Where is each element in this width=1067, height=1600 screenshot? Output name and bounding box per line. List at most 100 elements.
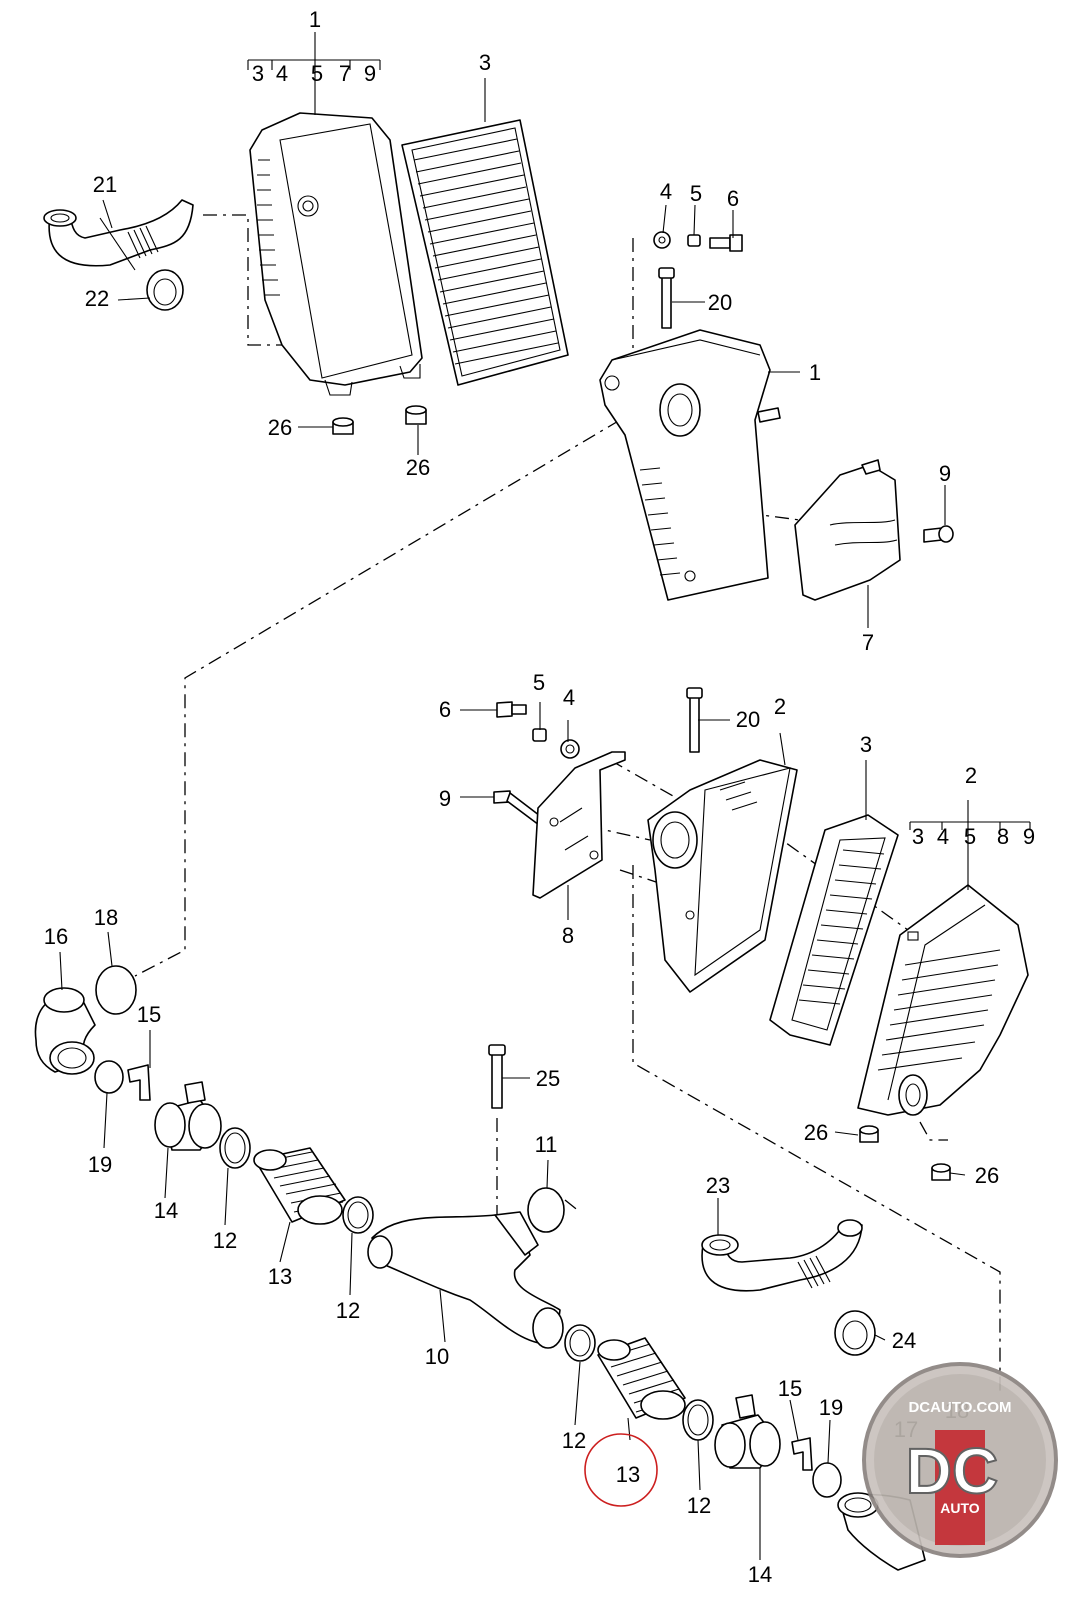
- right-clip-15: [791, 1437, 813, 1471]
- top-airbox-housing: [599, 329, 781, 601]
- label-mid-sub-9: 9: [1023, 824, 1035, 849]
- y-pipe-10: [367, 1211, 564, 1349]
- label-right-clip-15: 15: [778, 1376, 802, 1401]
- label-left-clip-15: 15: [137, 1002, 161, 1027]
- right-clamp-12b: [682, 1399, 714, 1441]
- top-grommet-4: [653, 231, 671, 249]
- right-mass-airflow-sensor-14: [714, 1394, 781, 1469]
- left-bellows-13: [253, 1147, 346, 1225]
- top-long-bolt-20: [658, 267, 675, 329]
- label-top-sub-9: 9: [364, 61, 376, 86]
- label-mid-sub-3: 3: [912, 824, 924, 849]
- highlight-circle: [584, 1433, 658, 1507]
- label-ypipe-10: 10: [425, 1344, 449, 1369]
- label-left-clamp-12a: 12: [213, 1228, 237, 1253]
- mid-bolt-6: [496, 701, 527, 718]
- label-right-bellows-13: 13: [616, 1462, 640, 1487]
- label-right-ring-19: 19: [819, 1395, 843, 1420]
- label-top-filter-3: 3: [479, 50, 491, 75]
- label-top-mount-26a: 26: [268, 415, 292, 440]
- top-spacer-5: [687, 234, 701, 247]
- label-top-bracket-4: 4: [660, 179, 672, 204]
- label-top-group-1: 1: [309, 7, 321, 32]
- mid-air-filter: [769, 814, 899, 1046]
- top-seal-ring: [146, 269, 184, 311]
- watermark-site: DCAUTO.COM: [908, 1399, 1011, 1416]
- mount-26c: [859, 1125, 879, 1143]
- mid-heat-shield-8: [532, 751, 626, 899]
- label-mid-spacer-5: 5: [533, 670, 545, 695]
- label-mount-26d: 26: [975, 1163, 999, 1188]
- label-gasket-11: 11: [535, 1132, 558, 1157]
- label-top-bolt-20: 20: [708, 290, 732, 315]
- top-airbox-cover: [249, 112, 423, 396]
- left-gasket-18: [95, 965, 137, 1015]
- top-heat-shield-7: [794, 459, 901, 601]
- mid-airbox-housing: [647, 759, 798, 993]
- right-bellows-13: [597, 1337, 686, 1420]
- label-right-sensor-14: 14: [748, 1562, 772, 1587]
- dcauto-watermark-logo: DCAUTO.COM DC AUTO: [862, 1362, 1058, 1558]
- label-top-bracket-5: 5: [690, 181, 702, 206]
- gasket-11: [527, 1187, 565, 1233]
- top-bolt-6: [709, 234, 743, 252]
- label-ring-24: 24: [892, 1328, 916, 1353]
- label-mid-sub-5: 5: [964, 824, 976, 849]
- label-mid-group-2: 2: [965, 763, 977, 788]
- left-mass-airflow-sensor-14: [154, 1081, 222, 1151]
- label-top-bracket-6: 6: [727, 186, 739, 211]
- mid-airbox-cover: [857, 884, 1029, 1116]
- label-left-elbow-16: 16: [44, 924, 68, 949]
- label-left-ring-19: 19: [88, 1152, 112, 1177]
- label-mid-sub-8: 8: [997, 824, 1009, 849]
- hose-23: [701, 1219, 863, 1292]
- label-right-clamp-12b: 12: [687, 1493, 711, 1518]
- right-ring-19: [812, 1462, 842, 1498]
- label-top-housing-1: 1: [809, 360, 821, 385]
- label-mid-screw-9: 9: [439, 786, 451, 811]
- ring-24: [834, 1310, 876, 1356]
- mid-spacer-5: [532, 728, 547, 742]
- top-mount-26b: [405, 405, 427, 425]
- part-labels: 1 3 4 5 7 9 3 21 22 26 26 4 5 6 20 1 9 7…: [44, 7, 1035, 1587]
- left-clip-15: [127, 1064, 151, 1101]
- label-top-mount-26b: 26: [406, 455, 430, 480]
- watermark-word: AUTO: [940, 1500, 980, 1516]
- label-top-shield-7: 7: [862, 630, 874, 655]
- label-left-bellows-13: 13: [268, 1264, 292, 1289]
- bolt-25: [488, 1044, 506, 1109]
- label-top-sub-3: 3: [252, 61, 264, 86]
- watermark-monogram: DC: [906, 1435, 998, 1507]
- label-top-hose-21: 21: [93, 172, 117, 197]
- label-mount-26c: 26: [804, 1120, 828, 1145]
- label-top-sub-5: 5: [311, 61, 323, 86]
- label-mid-bolt-20: 20: [736, 707, 760, 732]
- label-hose-23: 23: [706, 1173, 730, 1198]
- left-clamp-12b: [342, 1196, 374, 1234]
- left-elbow-16: [34, 987, 96, 1075]
- label-mid-filter-3: 3: [860, 732, 872, 757]
- top-mount-26a: [332, 417, 354, 435]
- top-intake-hose: [43, 199, 194, 267]
- leader-lines: [59, 32, 1031, 1560]
- mount-26d: [931, 1163, 951, 1181]
- label-mid-shield-8: 8: [562, 923, 574, 948]
- label-mid-grommet-4: 4: [563, 685, 575, 710]
- top-air-filter: [401, 119, 569, 386]
- label-mid-bolt-6: 6: [439, 697, 451, 722]
- label-top-ring-22: 22: [85, 286, 109, 311]
- label-top-screw-9: 9: [939, 461, 951, 486]
- top-screw-9: [923, 525, 954, 543]
- left-clamp-12a: [219, 1127, 251, 1169]
- label-left-gasket-18: 18: [94, 905, 118, 930]
- right-clamp-12a: [564, 1324, 596, 1362]
- mid-grommet-4: [560, 739, 580, 759]
- label-left-clamp-12b: 12: [336, 1298, 360, 1323]
- label-right-clamp-12a: 12: [562, 1428, 586, 1453]
- label-bolt-25: 25: [536, 1066, 560, 1091]
- label-top-sub-4: 4: [276, 61, 288, 86]
- label-mid-sub-4: 4: [937, 824, 949, 849]
- left-ring-19: [94, 1060, 124, 1094]
- label-top-sub-7: 7: [339, 61, 351, 86]
